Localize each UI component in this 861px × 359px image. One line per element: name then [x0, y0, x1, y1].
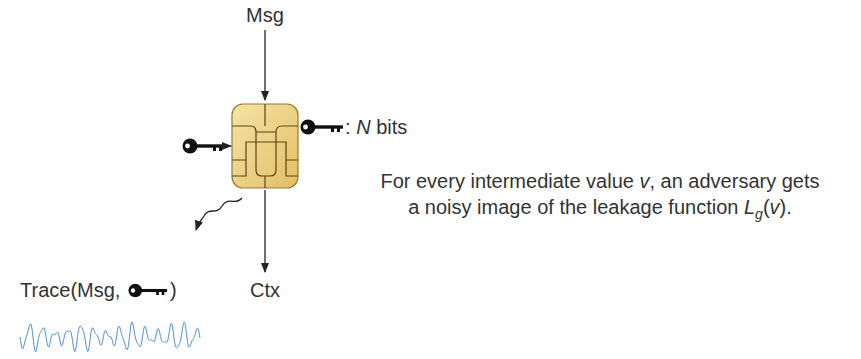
key-icon [183, 139, 226, 154]
trace-text: ) [170, 277, 177, 303]
output-arrow [264, 190, 265, 272]
trace-label: Trace(Msg, ) [20, 277, 177, 303]
key-icon [301, 120, 344, 135]
power-trace-waveform [20, 322, 200, 352]
output-label: Ctx [250, 277, 280, 303]
input-arrow [264, 30, 265, 100]
trace-text: Trace(Msg, [20, 277, 126, 303]
leakage-squiggle [196, 198, 242, 230]
key-icon [128, 283, 168, 298]
input-label: Msg [246, 2, 284, 28]
leakage-note: For every intermediate value v, an adver… [380, 168, 820, 227]
smart-card-chip [232, 104, 298, 188]
key-arrow [220, 145, 231, 146]
key-size-label: : N bits [345, 114, 407, 140]
